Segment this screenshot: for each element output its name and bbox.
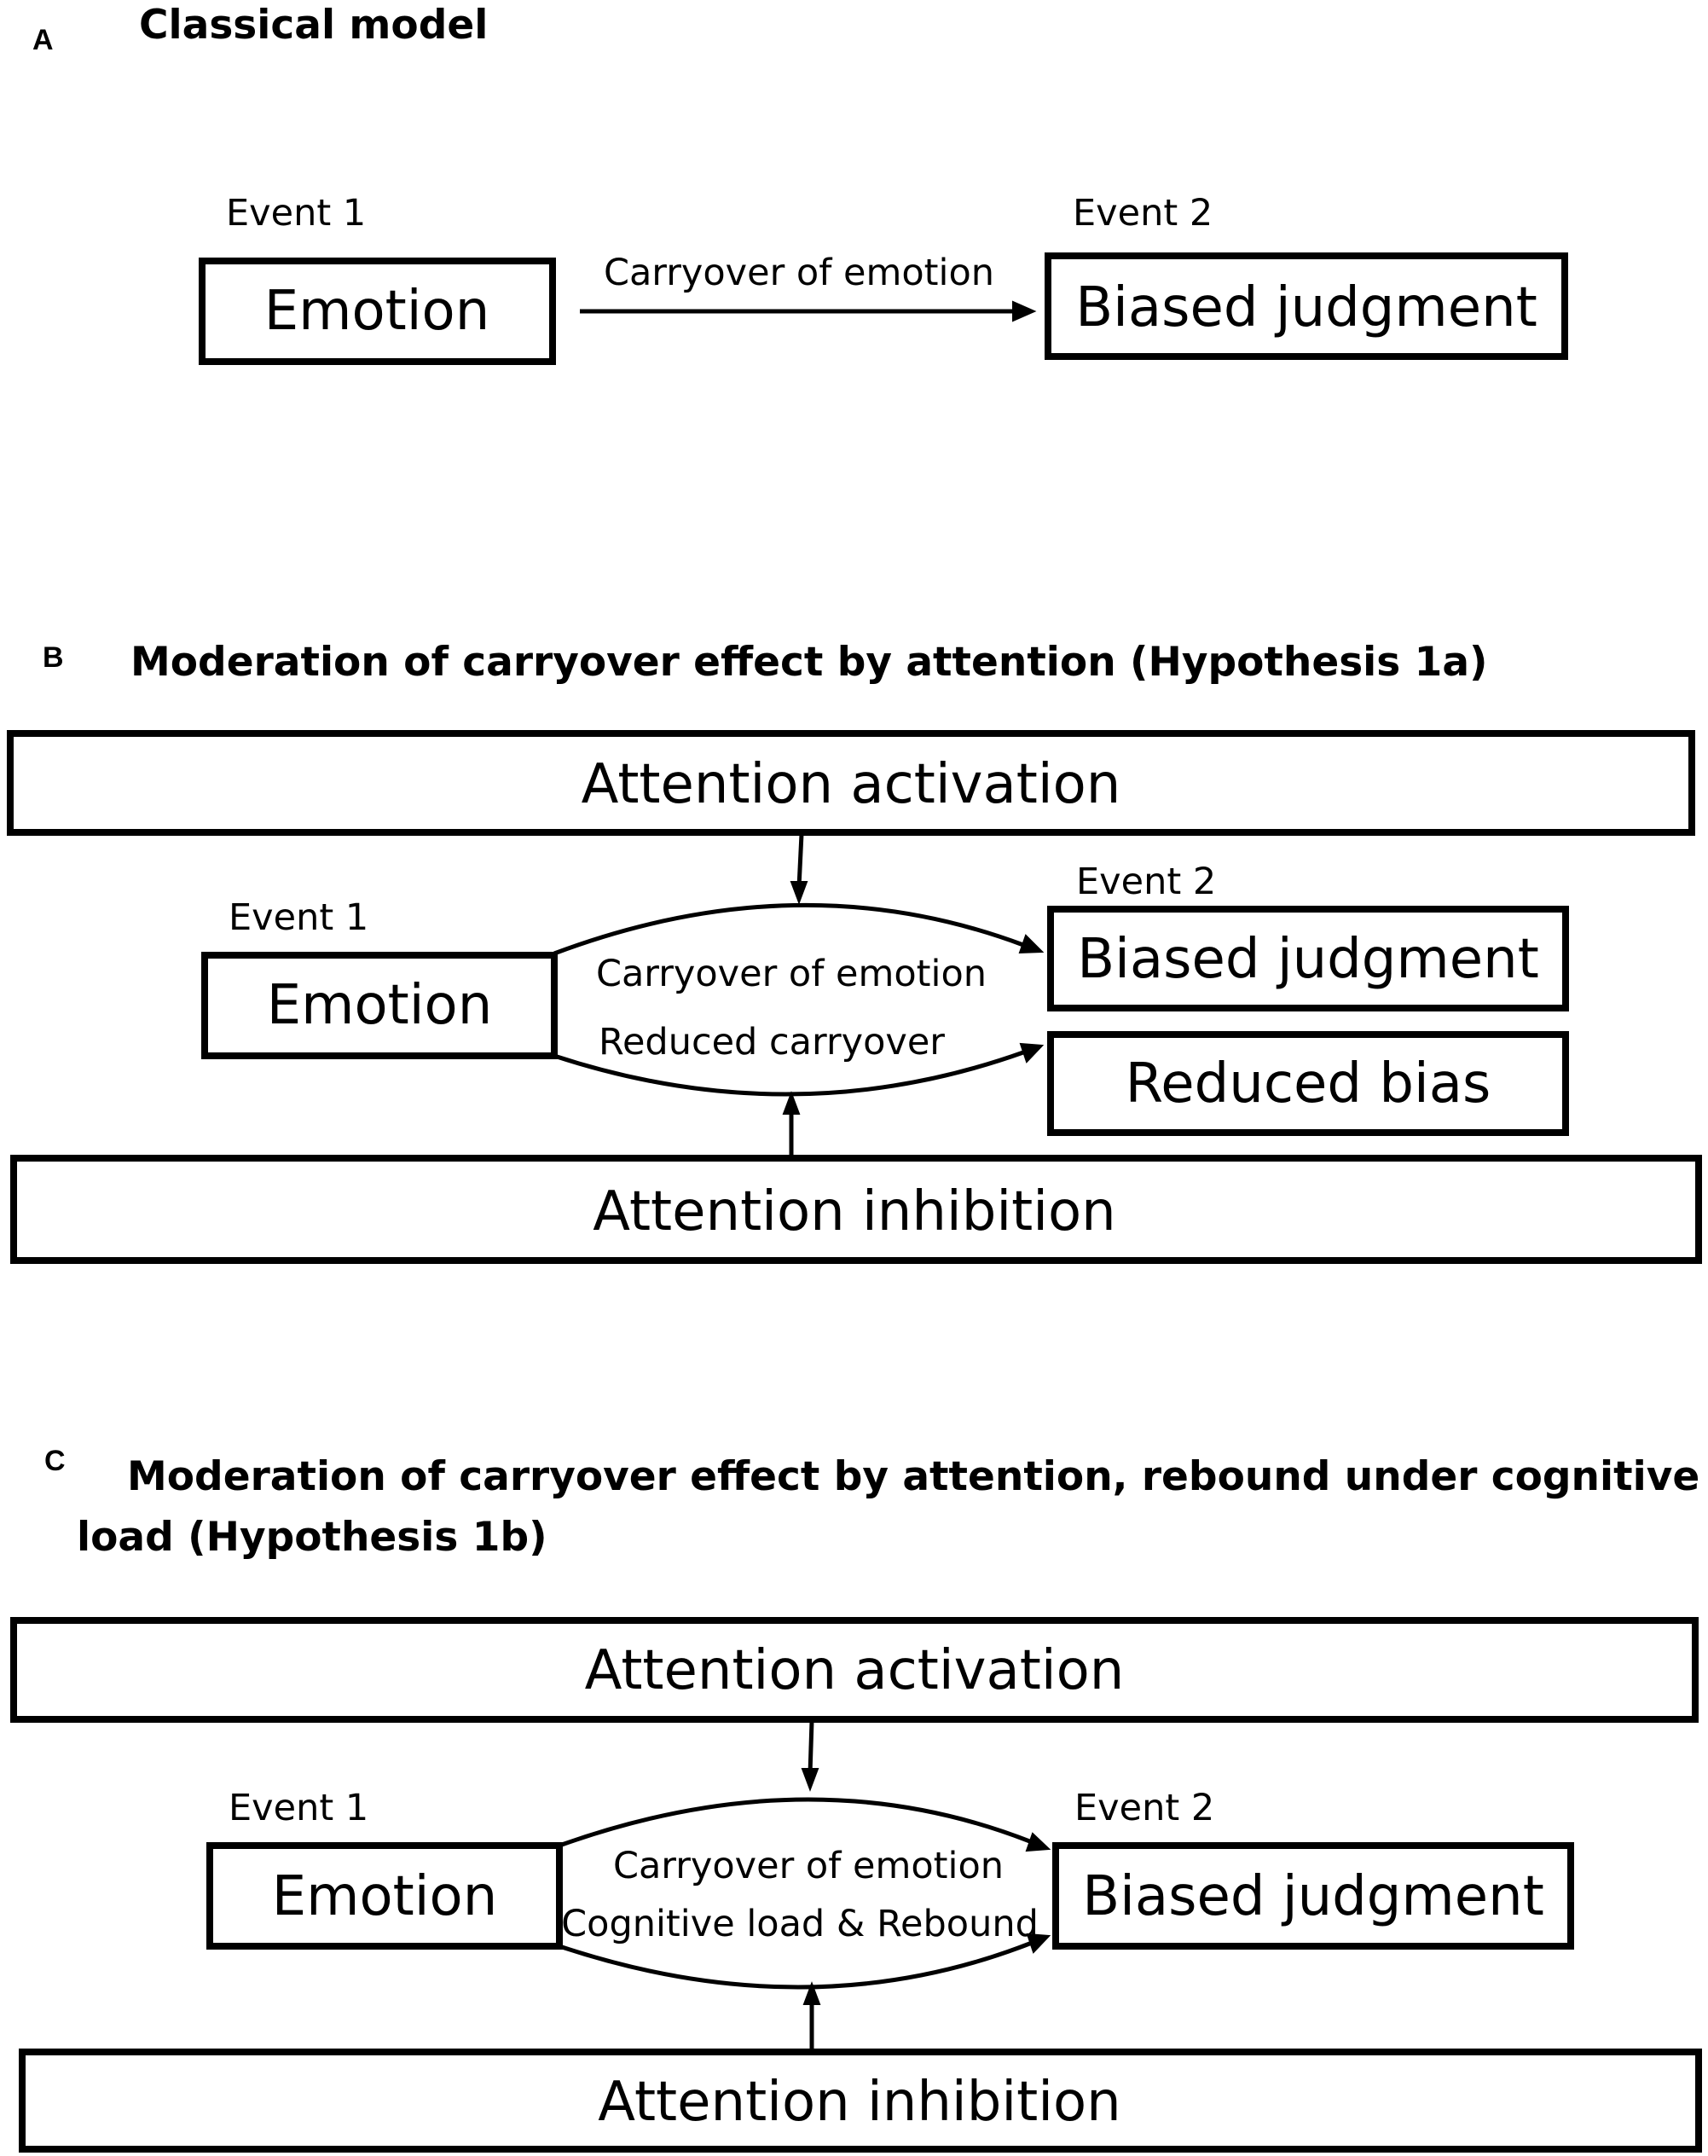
panel-b-event1-label: Event 1 xyxy=(229,896,368,939)
panel-b-edge-top-label: Carryover of emotion xyxy=(596,953,987,995)
panel-a-letter: A xyxy=(32,24,54,56)
panel-b-inhibition-arrowhead xyxy=(782,1091,801,1115)
panel-c-inhibition-box xyxy=(19,2049,1702,2153)
panel-b-activation-arrowhead xyxy=(790,881,808,905)
panel-b-activation-box xyxy=(7,730,1695,836)
panel-c-judgment-box xyxy=(1052,1842,1574,1950)
panel-c-judgment-text: Biased judgment xyxy=(1082,1865,1544,1928)
panel-c-inhibition-arrowhead xyxy=(802,1981,821,2005)
panel-a: A Classical model Event 1 Event 2 Emotio… xyxy=(32,2,1568,365)
panel-c-inhibition-text: Attention inhibition xyxy=(598,2071,1120,2134)
panel-c-activation-arrowhead xyxy=(801,1768,819,1792)
panel-c-title-line2: load (Hypothesis 1b) xyxy=(77,1514,547,1561)
panel-c-edge-bottom-label: Cognitive load & Rebound xyxy=(561,1903,1039,1945)
panel-b-judgment-text: Biased judgment xyxy=(1077,928,1539,991)
panel-c-title-line1: Moderation of carryover effect by attent… xyxy=(127,1453,1699,1500)
panel-a-arrowhead xyxy=(1012,300,1037,322)
panel-b-inhibition-text: Attention inhibition xyxy=(593,1180,1115,1243)
panel-a-event2-label: Event 2 xyxy=(1073,192,1213,235)
panel-b-edge-bottom-label: Reduced carryover xyxy=(599,1021,945,1064)
panel-c-rebound-edge xyxy=(559,1940,1033,1990)
panel-b-carryover-arrowhead xyxy=(1018,934,1045,954)
panel-b-title: Moderation of carryover effect by attent… xyxy=(130,639,1488,686)
panel-c-emotion-text: Emotion xyxy=(272,1865,498,1928)
panel-a-edge-label: Carryover of emotion xyxy=(604,252,994,294)
panel-b-activation-text: Attention activation xyxy=(582,753,1121,816)
panel-a-emotion-text: Emotion xyxy=(264,280,490,343)
panel-c-emotion-box xyxy=(206,1842,563,1950)
panel-b-letter: B xyxy=(43,641,64,674)
panel-b-emotion-text: Emotion xyxy=(267,974,493,1037)
panel-b-judgment-box xyxy=(1047,906,1569,1011)
panel-c-carryover-edge xyxy=(559,1797,1033,1848)
panel-c-event2-label: Event 2 xyxy=(1074,1787,1214,1829)
panel-c-activation-text: Attention activation xyxy=(585,1639,1125,1702)
panel-b: B Moderation of carryover effect by atte… xyxy=(7,639,1702,1264)
panel-a-judgment-text: Biased judgment xyxy=(1075,276,1537,339)
panel-b-event2-label: Event 2 xyxy=(1076,861,1216,903)
panel-c-activation-box xyxy=(10,1617,1699,1723)
panel-c: C Moderation of carryover effect by atte… xyxy=(10,1445,1702,2153)
panel-c-edge-top-label: Carryover of emotion xyxy=(613,1845,1004,1887)
panel-c-event1-label: Event 1 xyxy=(229,1787,368,1829)
panel-c-carryover-arrowhead xyxy=(1025,1832,1051,1852)
panel-b-reduced-arrowhead xyxy=(1019,1042,1045,1064)
panel-b-reduced-bias-text: Reduced bias xyxy=(1126,1052,1491,1116)
panel-a-event1-label: Event 1 xyxy=(226,192,366,235)
panel-a-emotion-box xyxy=(199,258,556,365)
panel-b-emotion-box xyxy=(201,952,558,1059)
panel-b-inhibition-box xyxy=(10,1155,1702,1264)
panel-a-title: Classical model xyxy=(139,2,488,49)
panel-c-rebound-arrowhead xyxy=(1026,1933,1051,1954)
panel-b-reduced-bias-box xyxy=(1047,1031,1569,1136)
panel-b-carryover-edge xyxy=(553,902,1024,956)
panel-c-activation-arrow xyxy=(808,1720,814,1775)
panel-b-activation-arrow xyxy=(796,833,804,888)
panel-c-letter: C xyxy=(44,1445,66,1477)
panel-a-judgment-box xyxy=(1045,252,1568,360)
